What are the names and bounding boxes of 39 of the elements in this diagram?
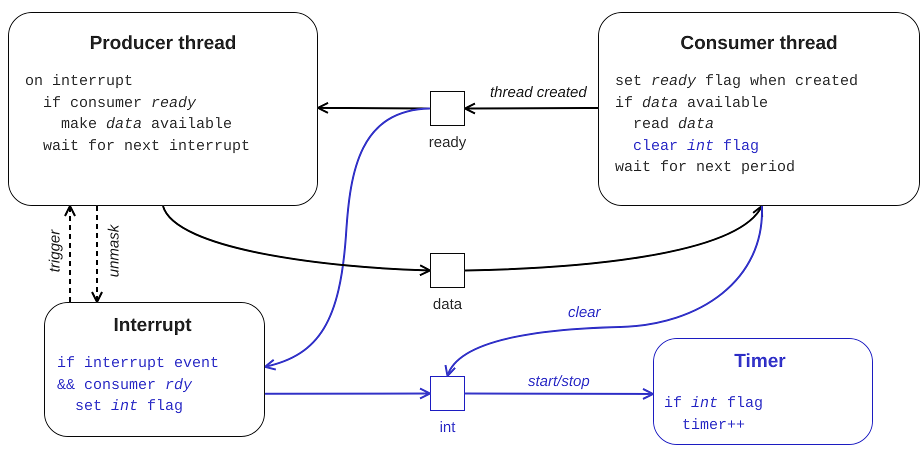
edge-label: trigger (46, 228, 64, 274)
dashed-arrow (64, 205, 76, 302)
node-title: Consumer thread (679, 33, 839, 55)
node-title: Interrupt (112, 315, 193, 337)
arrow (265, 388, 431, 400)
code-line: wait for next period (615, 158, 796, 178)
node-caption: int (438, 419, 456, 437)
code-line: if interrupt event (57, 354, 220, 374)
dashed-arrow (91, 206, 104, 303)
code-line: if int flag (664, 394, 764, 414)
arrow (464, 205, 763, 272)
square-box (430, 376, 465, 411)
rounded-box (598, 12, 920, 206)
code-line: make data available (60, 115, 234, 135)
rounded-box (8, 12, 318, 206)
code-line: wait for next interrupt (42, 136, 252, 156)
arrow (446, 206, 763, 377)
code-line: && consumer rdy (57, 376, 194, 396)
code-line: set int flag (74, 397, 184, 417)
arrow (464, 102, 598, 114)
arrow (465, 388, 654, 400)
arrow (162, 206, 431, 276)
edge-label: start/stop (526, 373, 592, 391)
rounded-box (653, 338, 873, 445)
node-caption: ready (428, 134, 468, 152)
square-box (430, 253, 465, 288)
code-line: on interrupt (25, 72, 134, 92)
code-line: if data available (615, 94, 770, 114)
node-title: Producer thread (88, 33, 238, 55)
rounded-box (44, 302, 265, 437)
code-line: read data (632, 115, 716, 135)
code-line: timer++ (681, 416, 746, 436)
arrow (264, 108, 430, 370)
node-caption: data (432, 296, 464, 314)
square-box (430, 91, 465, 126)
code-line: set ready flag when created (615, 72, 860, 92)
code-line: clear int flag (632, 136, 760, 156)
code-line: if consumer ready (42, 94, 198, 114)
node-title: Timer (733, 351, 787, 373)
